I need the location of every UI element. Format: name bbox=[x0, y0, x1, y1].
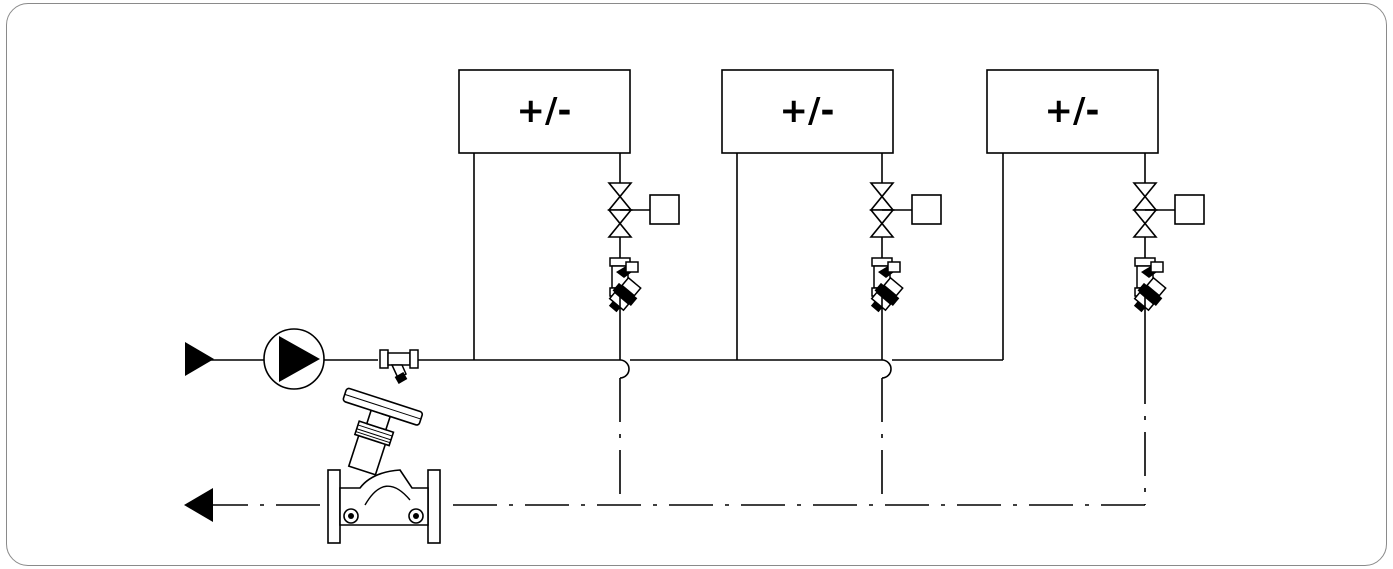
strainer-icon bbox=[379, 349, 419, 384]
terminal-unit-3-label: +/- bbox=[1044, 91, 1099, 131]
terminal-unit-2 bbox=[721, 69, 894, 154]
terminal-unit-1 bbox=[458, 69, 631, 154]
balancing-valve-2-icon bbox=[864, 257, 907, 318]
control-valve-2-icon bbox=[870, 182, 942, 238]
control-valve-3-icon bbox=[1133, 182, 1205, 238]
balancing-valve-1-icon bbox=[602, 257, 645, 318]
pump-icon bbox=[263, 328, 325, 390]
flow-in-arrow-icon bbox=[185, 342, 214, 376]
balancing-valve-3-icon bbox=[1127, 257, 1170, 318]
main-balancing-valve-icon bbox=[327, 387, 441, 544]
flow-out-arrow-icon bbox=[184, 488, 213, 522]
terminal-unit-2-label: +/- bbox=[779, 91, 834, 131]
control-valve-1-icon bbox=[608, 182, 680, 238]
terminal-unit-1-label: +/- bbox=[516, 91, 571, 131]
terminal-unit-3 bbox=[986, 69, 1159, 154]
pipe-crossover-2 bbox=[881, 359, 892, 379]
pipe-crossover-1 bbox=[619, 359, 630, 379]
